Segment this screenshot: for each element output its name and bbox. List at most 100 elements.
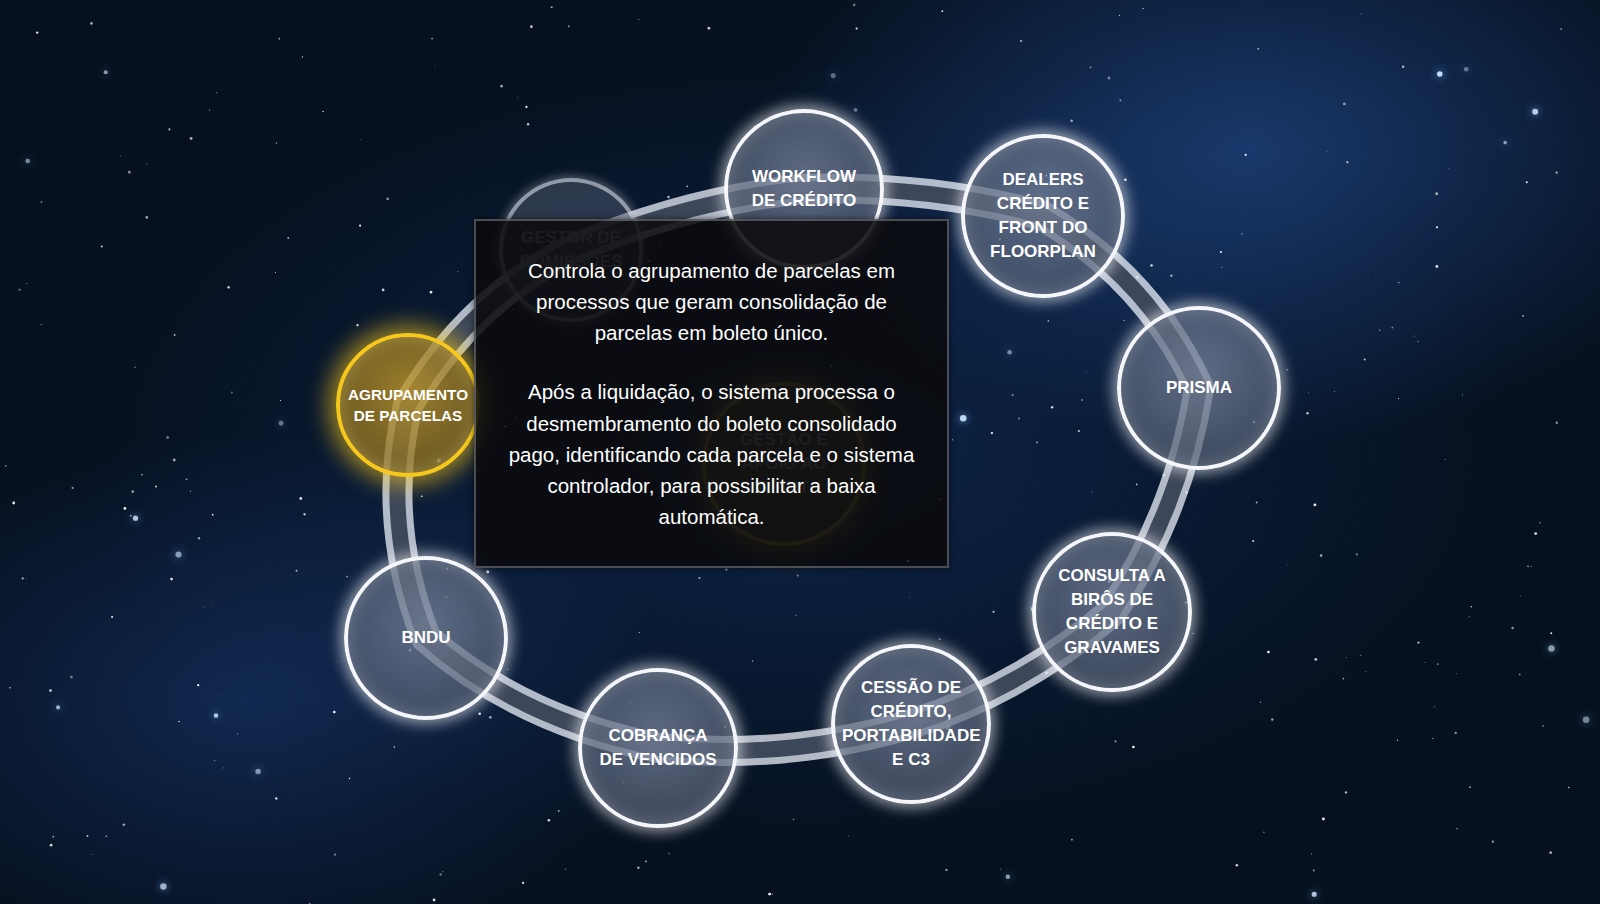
star bbox=[1455, 732, 1457, 734]
star bbox=[1534, 532, 1537, 535]
star bbox=[123, 823, 126, 826]
star bbox=[1391, 327, 1393, 329]
star bbox=[1090, 66, 1092, 68]
star bbox=[1334, 391, 1335, 392]
star bbox=[1424, 661, 1426, 663]
star bbox=[1132, 746, 1135, 749]
star bbox=[457, 271, 458, 272]
star bbox=[442, 871, 443, 872]
star bbox=[106, 836, 107, 837]
star bbox=[360, 138, 362, 140]
star bbox=[1150, 264, 1152, 266]
star bbox=[170, 578, 173, 581]
star bbox=[134, 367, 135, 368]
star bbox=[527, 123, 529, 125]
star bbox=[478, 712, 480, 714]
star bbox=[1119, 15, 1120, 16]
star bbox=[1522, 315, 1524, 317]
star bbox=[489, 716, 492, 719]
star bbox=[639, 632, 640, 633]
star bbox=[1560, 28, 1562, 30]
star bbox=[568, 25, 570, 27]
star bbox=[130, 515, 131, 516]
star bbox=[168, 128, 170, 130]
star bbox=[707, 27, 710, 30]
star bbox=[209, 109, 210, 110]
star bbox=[190, 137, 193, 140]
star bbox=[1397, 740, 1398, 741]
star bbox=[1011, 394, 1013, 396]
star bbox=[565, 868, 566, 869]
star bbox=[212, 514, 214, 516]
star bbox=[166, 436, 169, 439]
star bbox=[50, 844, 53, 847]
star bbox=[212, 602, 214, 604]
star bbox=[128, 171, 131, 174]
star bbox=[1252, 540, 1254, 542]
star bbox=[548, 819, 551, 822]
star bbox=[275, 797, 277, 799]
star bbox=[359, 225, 361, 227]
star bbox=[853, 4, 856, 7]
star bbox=[296, 570, 298, 572]
star bbox=[131, 490, 134, 493]
star bbox=[637, 866, 640, 869]
star bbox=[1193, 633, 1195, 635]
star bbox=[517, 97, 519, 99]
star bbox=[1435, 265, 1438, 268]
star bbox=[349, 778, 350, 779]
star bbox=[847, 835, 849, 837]
star bbox=[1519, 674, 1521, 676]
star bbox=[854, 108, 858, 112]
star bbox=[145, 216, 148, 219]
system-circle: PRISMA bbox=[1117, 306, 1281, 470]
circle-label: DEALERS CRÉDITO E FRONT DO FLOORPLAN bbox=[968, 168, 1118, 263]
star bbox=[486, 570, 489, 573]
star bbox=[421, 495, 423, 497]
info-panel: Controla o agrupamento de parcelas em pr… bbox=[474, 219, 949, 568]
star bbox=[500, 85, 503, 88]
circle-label: AGRUPAMENTO DE PARCELAS bbox=[343, 384, 473, 427]
star bbox=[431, 38, 433, 40]
star bbox=[797, 575, 799, 577]
star bbox=[768, 893, 771, 896]
star bbox=[214, 760, 215, 761]
star bbox=[952, 439, 954, 441]
star bbox=[1092, 491, 1093, 492]
star bbox=[1311, 853, 1312, 854]
star bbox=[1346, 161, 1348, 163]
star bbox=[56, 705, 60, 709]
star bbox=[1360, 655, 1362, 657]
circle-label: CESSÃO DE CRÉDITO, PORTABILIDADE E C3 bbox=[842, 676, 980, 771]
star bbox=[287, 237, 289, 239]
star bbox=[1469, 616, 1470, 617]
star bbox=[1448, 168, 1450, 170]
star bbox=[1549, 851, 1552, 854]
star bbox=[433, 899, 436, 902]
star bbox=[160, 883, 167, 890]
system-circle: CONSULTA A BIRÔS DE CRÉDITO E GRAVAMES bbox=[1032, 532, 1192, 692]
star bbox=[1260, 701, 1262, 703]
star bbox=[1471, 606, 1472, 607]
star bbox=[507, 669, 508, 670]
star bbox=[155, 485, 157, 487]
star bbox=[1267, 651, 1270, 654]
star bbox=[1360, 13, 1362, 15]
star bbox=[667, 196, 670, 199]
star bbox=[1257, 48, 1259, 50]
star bbox=[1375, 277, 1377, 279]
star bbox=[1398, 398, 1399, 399]
star bbox=[1417, 641, 1419, 643]
star bbox=[434, 65, 436, 67]
star bbox=[1530, 566, 1532, 568]
star bbox=[1343, 678, 1345, 680]
star bbox=[725, 569, 727, 571]
star bbox=[1520, 596, 1521, 597]
star bbox=[1245, 154, 1247, 156]
star bbox=[1568, 787, 1570, 789]
star bbox=[36, 31, 38, 33]
star bbox=[1220, 251, 1222, 253]
star bbox=[1526, 181, 1528, 183]
star bbox=[1313, 869, 1315, 871]
star bbox=[190, 491, 191, 492]
